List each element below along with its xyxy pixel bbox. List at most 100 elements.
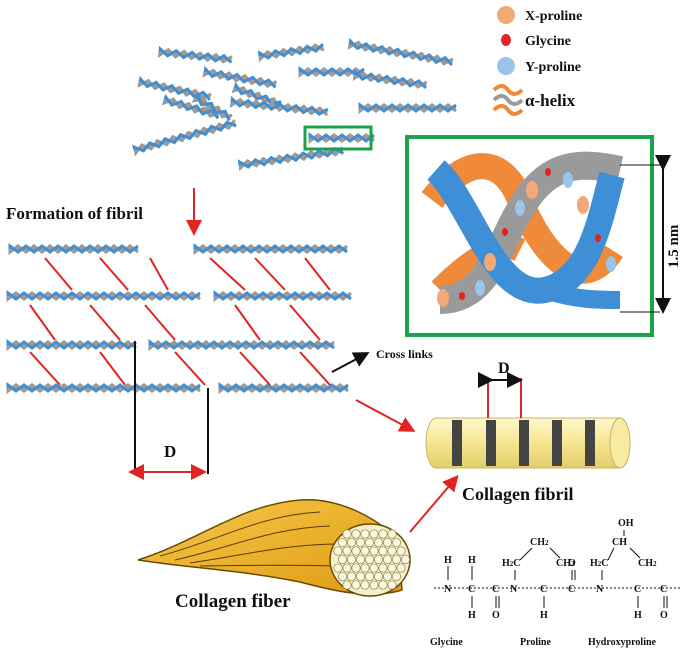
cross-links-label: Cross links [376, 347, 433, 361]
cross-link [44, 257, 73, 291]
svg-text:OH: OH [618, 518, 634, 529]
fibril-cross-section [346, 554, 357, 565]
cross-link [299, 351, 331, 386]
fibril-cross-section [373, 554, 384, 565]
tropocollagen-molecule [157, 45, 233, 64]
fibril-cross-section [396, 546, 406, 556]
tropocollagen-molecule [131, 119, 237, 157]
fibril-cross-section [378, 563, 388, 573]
staggered-molecule [6, 290, 201, 303]
svg-text:C: C [660, 584, 667, 595]
tropocollagen-molecule [298, 66, 365, 79]
fibril-cross-section [373, 571, 384, 582]
fibril-cross-section [364, 571, 375, 582]
svg-text:H: H [444, 555, 452, 566]
fibril-cross-section [373, 537, 384, 548]
fibril-cross-section [342, 546, 352, 556]
tropocollagen-molecule [347, 37, 454, 67]
svg-text:O: O [568, 558, 576, 569]
collagen-fibril-label: Collagen fibril [462, 484, 574, 504]
fibril-cross-section [387, 563, 397, 573]
fibril-cross-section [351, 546, 361, 556]
triple-helix-detail: 1.5 nm [405, 135, 682, 337]
alpha-helix-legend-icon [492, 84, 524, 116]
fibril-cross-section [342, 529, 352, 539]
fibril-cross-section [364, 554, 375, 565]
svg-text:H2C: H2C [502, 558, 521, 569]
fibril-cross-section [369, 563, 379, 573]
fibril-cross-section [351, 529, 361, 539]
x-proline-legend-label: X-proline [525, 9, 582, 24]
fibril-cross-section [391, 571, 402, 582]
fibril-cross-section [369, 529, 379, 539]
svg-text:O: O [660, 610, 668, 621]
cross-link [174, 351, 206, 386]
cross-link [304, 257, 331, 291]
fibril-cross-section [382, 554, 393, 565]
fibril-cross-section [391, 537, 402, 548]
collagen-fibril: D Collagen fibril [425, 360, 631, 504]
cross-link [209, 257, 246, 291]
svg-text:O: O [492, 610, 500, 621]
staggered-molecule [193, 243, 348, 256]
svg-text:CH2: CH2 [530, 537, 549, 548]
fibril-cross-section [337, 537, 348, 548]
tropocollagen-molecule [202, 65, 278, 89]
fibril-cross-section [351, 563, 361, 573]
cross-link [99, 351, 126, 386]
d-period-marker: D [128, 341, 209, 480]
fibril-cross-section [378, 529, 388, 539]
fibril-cross-section [387, 529, 397, 539]
tropocollagen-molecule [358, 102, 457, 115]
tropocollagen-molecule [257, 43, 325, 63]
svg-text:N: N [444, 584, 452, 595]
collagen-fiber-label: Collagen fiber [175, 591, 291, 612]
tropocollagen-molecule [352, 68, 428, 90]
cross-link [289, 304, 321, 341]
fibril-cross-section [378, 580, 388, 590]
chemical-structure: H H N C C H O N H2C CH2 CH2 C H C O N H2… [430, 518, 680, 648]
svg-text:C: C [634, 584, 641, 595]
fibril-cross-section [346, 571, 357, 582]
y-proline-legend-label: Y-proline [525, 60, 581, 75]
fibril-cross-section [382, 537, 393, 548]
cross-link [29, 304, 56, 341]
tropocollagen-molecule [229, 95, 329, 117]
svg-text:C: C [468, 584, 475, 595]
fibril-cross-section [355, 554, 366, 565]
fibril-cross-section [360, 580, 370, 590]
svg-text:H: H [468, 555, 476, 566]
fibril-cross-section [351, 580, 361, 590]
fibril-cross-section [337, 571, 348, 582]
tropocollagen-molecule [308, 132, 375, 145]
staggered-molecule [213, 290, 352, 303]
fibril-cross-section [346, 537, 357, 548]
fibril-cross-section [355, 537, 366, 548]
staggered-molecule [218, 382, 349, 395]
svg-text:C: C [568, 584, 575, 595]
glycine-legend-swatch [501, 34, 511, 46]
proline-structure-label: Proline [520, 637, 551, 648]
fibril-assembly [6, 243, 352, 395]
cross-link [254, 257, 286, 291]
cross-link [149, 257, 169, 291]
fibril-cross-section [360, 563, 370, 573]
fibril-cross-section [337, 554, 348, 565]
svg-text:H: H [634, 610, 642, 621]
cross-link [234, 304, 261, 341]
svg-text:H2C: H2C [590, 558, 609, 569]
fibril-cross-section [382, 571, 393, 582]
scattered-tropocollagen-molecules [131, 37, 457, 172]
svg-text:H: H [540, 610, 548, 621]
cross-link [239, 351, 271, 386]
fibril-cross-section [333, 563, 343, 573]
tropocollagen-molecule [137, 75, 212, 101]
fibril-cross-section [396, 563, 406, 573]
fibril-cross-section [369, 580, 379, 590]
fibril-cross-section [400, 554, 411, 565]
staggered-molecule [8, 243, 139, 256]
x-proline-legend-swatch [497, 6, 515, 24]
staggered-molecule [148, 339, 335, 352]
legend: X-proline Glycine Y-proline α-helix [492, 6, 582, 116]
